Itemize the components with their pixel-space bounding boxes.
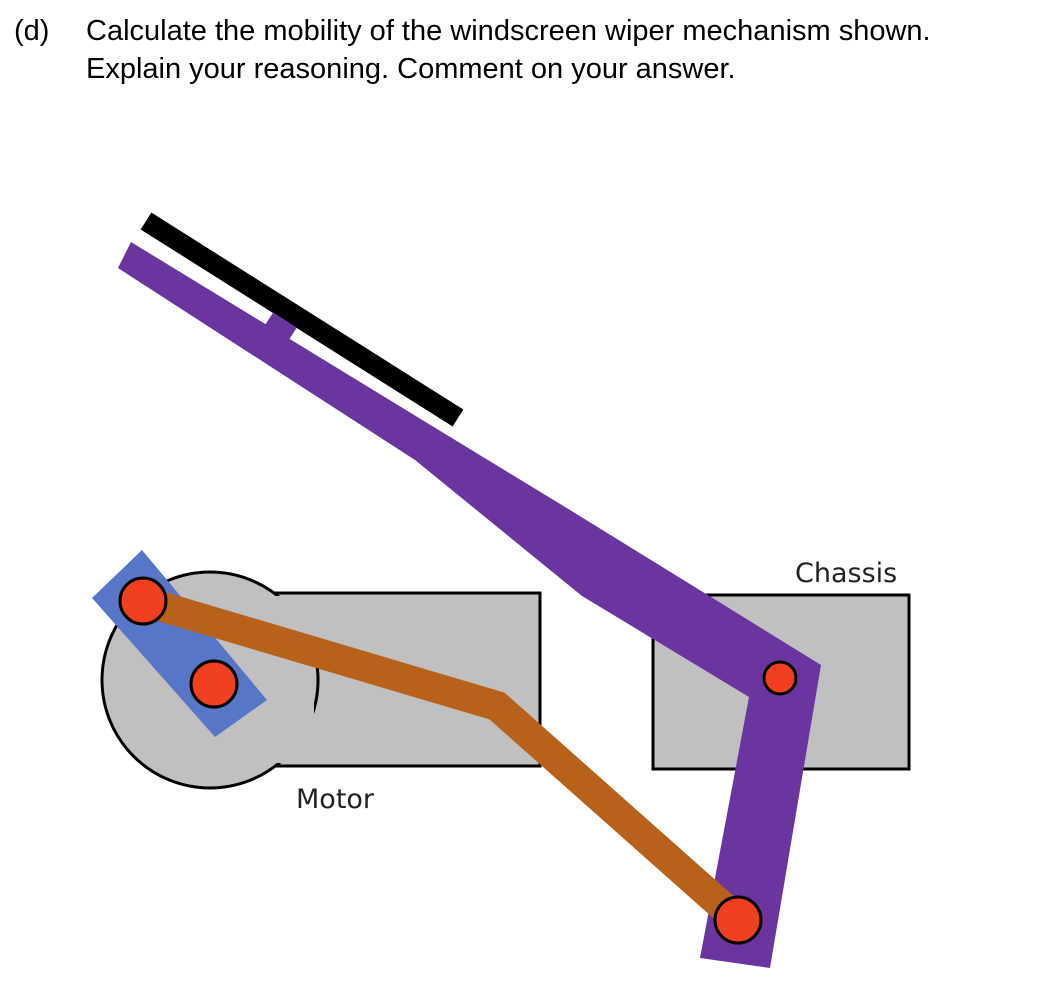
joint-chassis-pivot (762, 660, 798, 696)
question-text: Calculate the mobility of the windscreen… (86, 12, 1024, 88)
chassis-label: Chassis (795, 558, 897, 589)
motor-label: Motor (296, 784, 375, 815)
joint-rod-arm (713, 895, 763, 945)
joint-motor-shaft (189, 659, 239, 709)
question: (d) Calculate the mobility of the windsc… (14, 12, 1024, 88)
wiper-arm (118, 242, 821, 968)
question-line-2: Explain your reasoning. Comment on your … (86, 53, 736, 85)
connecting-rod (138, 586, 748, 932)
question-line-1: Calculate the mobility of the windscreen… (86, 15, 931, 47)
question-row: (d) Calculate the mobility of the windsc… (14, 12, 1024, 88)
joint-crank-rod (118, 576, 168, 626)
wiper-blade (140, 212, 464, 427)
question-label: (d) (14, 15, 50, 47)
